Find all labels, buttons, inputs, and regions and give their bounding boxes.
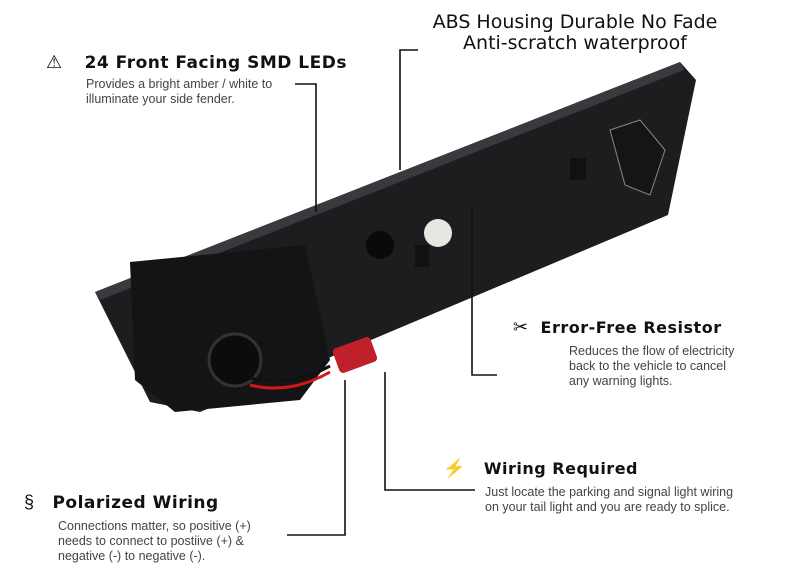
feature-polarized: § Polarized Wiring Connections matter, s…	[24, 492, 251, 564]
title-block: ABS Housing Durable No Fade Anti-scratch…	[410, 12, 740, 54]
housing-box	[130, 245, 330, 412]
red-wire	[249, 370, 331, 390]
black-wire	[249, 364, 331, 383]
polarized-wire-icon: §	[24, 492, 35, 512]
feature-wiring: ⚡ Wiring Required Just locate the parkin…	[443, 458, 733, 515]
bracket	[609, 119, 666, 196]
plug-icon: ⚡	[443, 458, 466, 478]
clip	[570, 158, 586, 180]
feature-heading: Wiring Required	[483, 459, 638, 478]
feature-desc-line: back to the vehicle to cancel	[569, 359, 727, 373]
feature-desc-line: illuminate your side fender.	[86, 92, 235, 106]
feature-heading: Error-Free Resistor	[540, 318, 722, 337]
housing-top-edge	[95, 62, 684, 300]
feature-leds: ⚠ 24 Front Facing SMD LEDs Provides a br…	[46, 52, 347, 107]
feature-desc-line: on your tail light and you are ready to …	[485, 500, 730, 514]
feature-desc-line: Connections matter, so positive (+)	[58, 519, 251, 533]
feature-desc-line: Reduces the flow of electricity	[569, 344, 735, 358]
feature-desc-line: any warning lights.	[569, 374, 673, 388]
feature-desc-line: needs to connect to postiive (+) &	[58, 534, 244, 548]
feature-desc-line: Provides a bright amber / white to	[86, 77, 273, 91]
title-line-1: ABS Housing Durable No Fade	[432, 11, 718, 33]
feature-heading: Polarized Wiring	[52, 493, 219, 513]
feature-desc-line: negative (-) to negative (-).	[58, 549, 206, 563]
led-light-icon: ⚠	[46, 52, 63, 72]
socket	[207, 332, 263, 388]
bulb	[332, 337, 378, 373]
feature-desc-line: Just locate the parking and signal light…	[485, 485, 734, 499]
tools-icon: ✂	[513, 317, 529, 337]
title-line-2: Anti-scratch waterproof	[463, 32, 687, 54]
port-hole	[366, 231, 394, 259]
feature-heading: 24 Front Facing SMD LEDs	[84, 53, 347, 73]
feature-resistor: ✂ Error-Free Resistor Reduces the flow o…	[513, 317, 734, 389]
callout-lines	[287, 49, 497, 536]
resistor-label	[424, 219, 452, 247]
resistor	[415, 245, 429, 267]
